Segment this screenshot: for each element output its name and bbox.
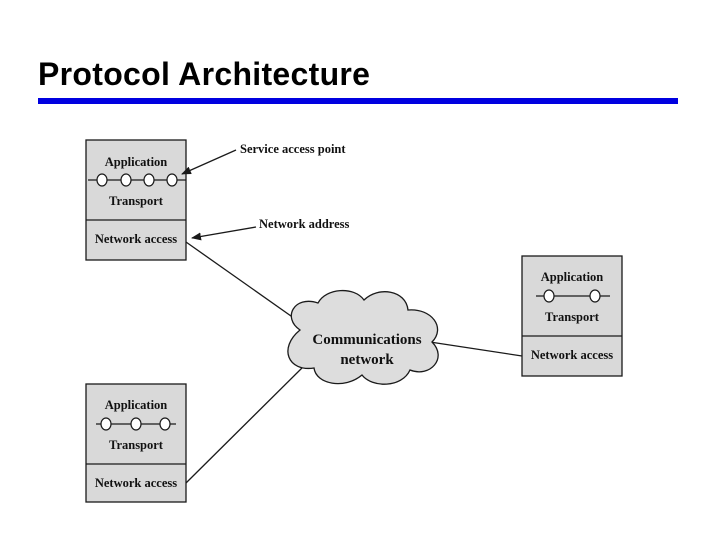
service-access-points xyxy=(88,173,186,187)
sap-ellipse xyxy=(96,173,108,187)
network-access-layer-label: Network access xyxy=(95,232,177,246)
link-host-bottom-left xyxy=(185,363,307,484)
sap-ellipse xyxy=(143,173,155,187)
callout-network-address: Network address xyxy=(191,217,350,241)
sap-ellipse xyxy=(166,173,178,187)
transport-layer-label: Transport xyxy=(109,438,164,452)
sap-ellipse xyxy=(589,289,601,303)
host-bottom-left: Application Transport Network access xyxy=(85,383,187,503)
application-layer-label: Application xyxy=(541,270,604,284)
cloud-label-line2: network xyxy=(340,352,394,368)
slide-title: Protocol Architecture xyxy=(38,56,371,92)
application-layer-label: Application xyxy=(105,155,168,169)
callout-service-access-point: Service access point xyxy=(181,142,346,175)
link-host-top-left xyxy=(185,241,309,329)
application-layer-label: Application xyxy=(105,398,168,412)
service-access-points xyxy=(96,417,176,431)
network-access-layer-label: Network access xyxy=(95,476,177,490)
cloud-label-line1: Communications xyxy=(312,332,421,348)
connection-lines xyxy=(185,241,523,484)
sap-ellipse xyxy=(130,417,142,431)
host-box xyxy=(85,383,187,503)
title-underline xyxy=(38,98,678,104)
sap-ellipse xyxy=(120,173,132,187)
communications-network-cloud: Communications network xyxy=(287,289,439,385)
callout-label: Network address xyxy=(259,217,350,231)
callout-arrow xyxy=(191,226,257,241)
host-box xyxy=(521,255,623,377)
sap-ellipse xyxy=(100,417,112,431)
host-box xyxy=(85,139,187,261)
callout-label: Service access point xyxy=(240,142,346,156)
host-top-left: Application Transport Network access xyxy=(85,139,187,261)
transport-layer-label: Transport xyxy=(545,310,600,324)
link-host-right xyxy=(429,341,523,357)
sap-ellipse xyxy=(543,289,555,303)
network-access-layer-label: Network access xyxy=(531,348,613,362)
sap-ellipse xyxy=(159,417,171,431)
host-right: Application Transport Network access xyxy=(521,255,623,377)
service-access-points xyxy=(536,289,610,303)
transport-layer-label: Transport xyxy=(109,194,164,208)
callout-arrow xyxy=(181,149,237,175)
cloud-shape xyxy=(287,289,439,385)
